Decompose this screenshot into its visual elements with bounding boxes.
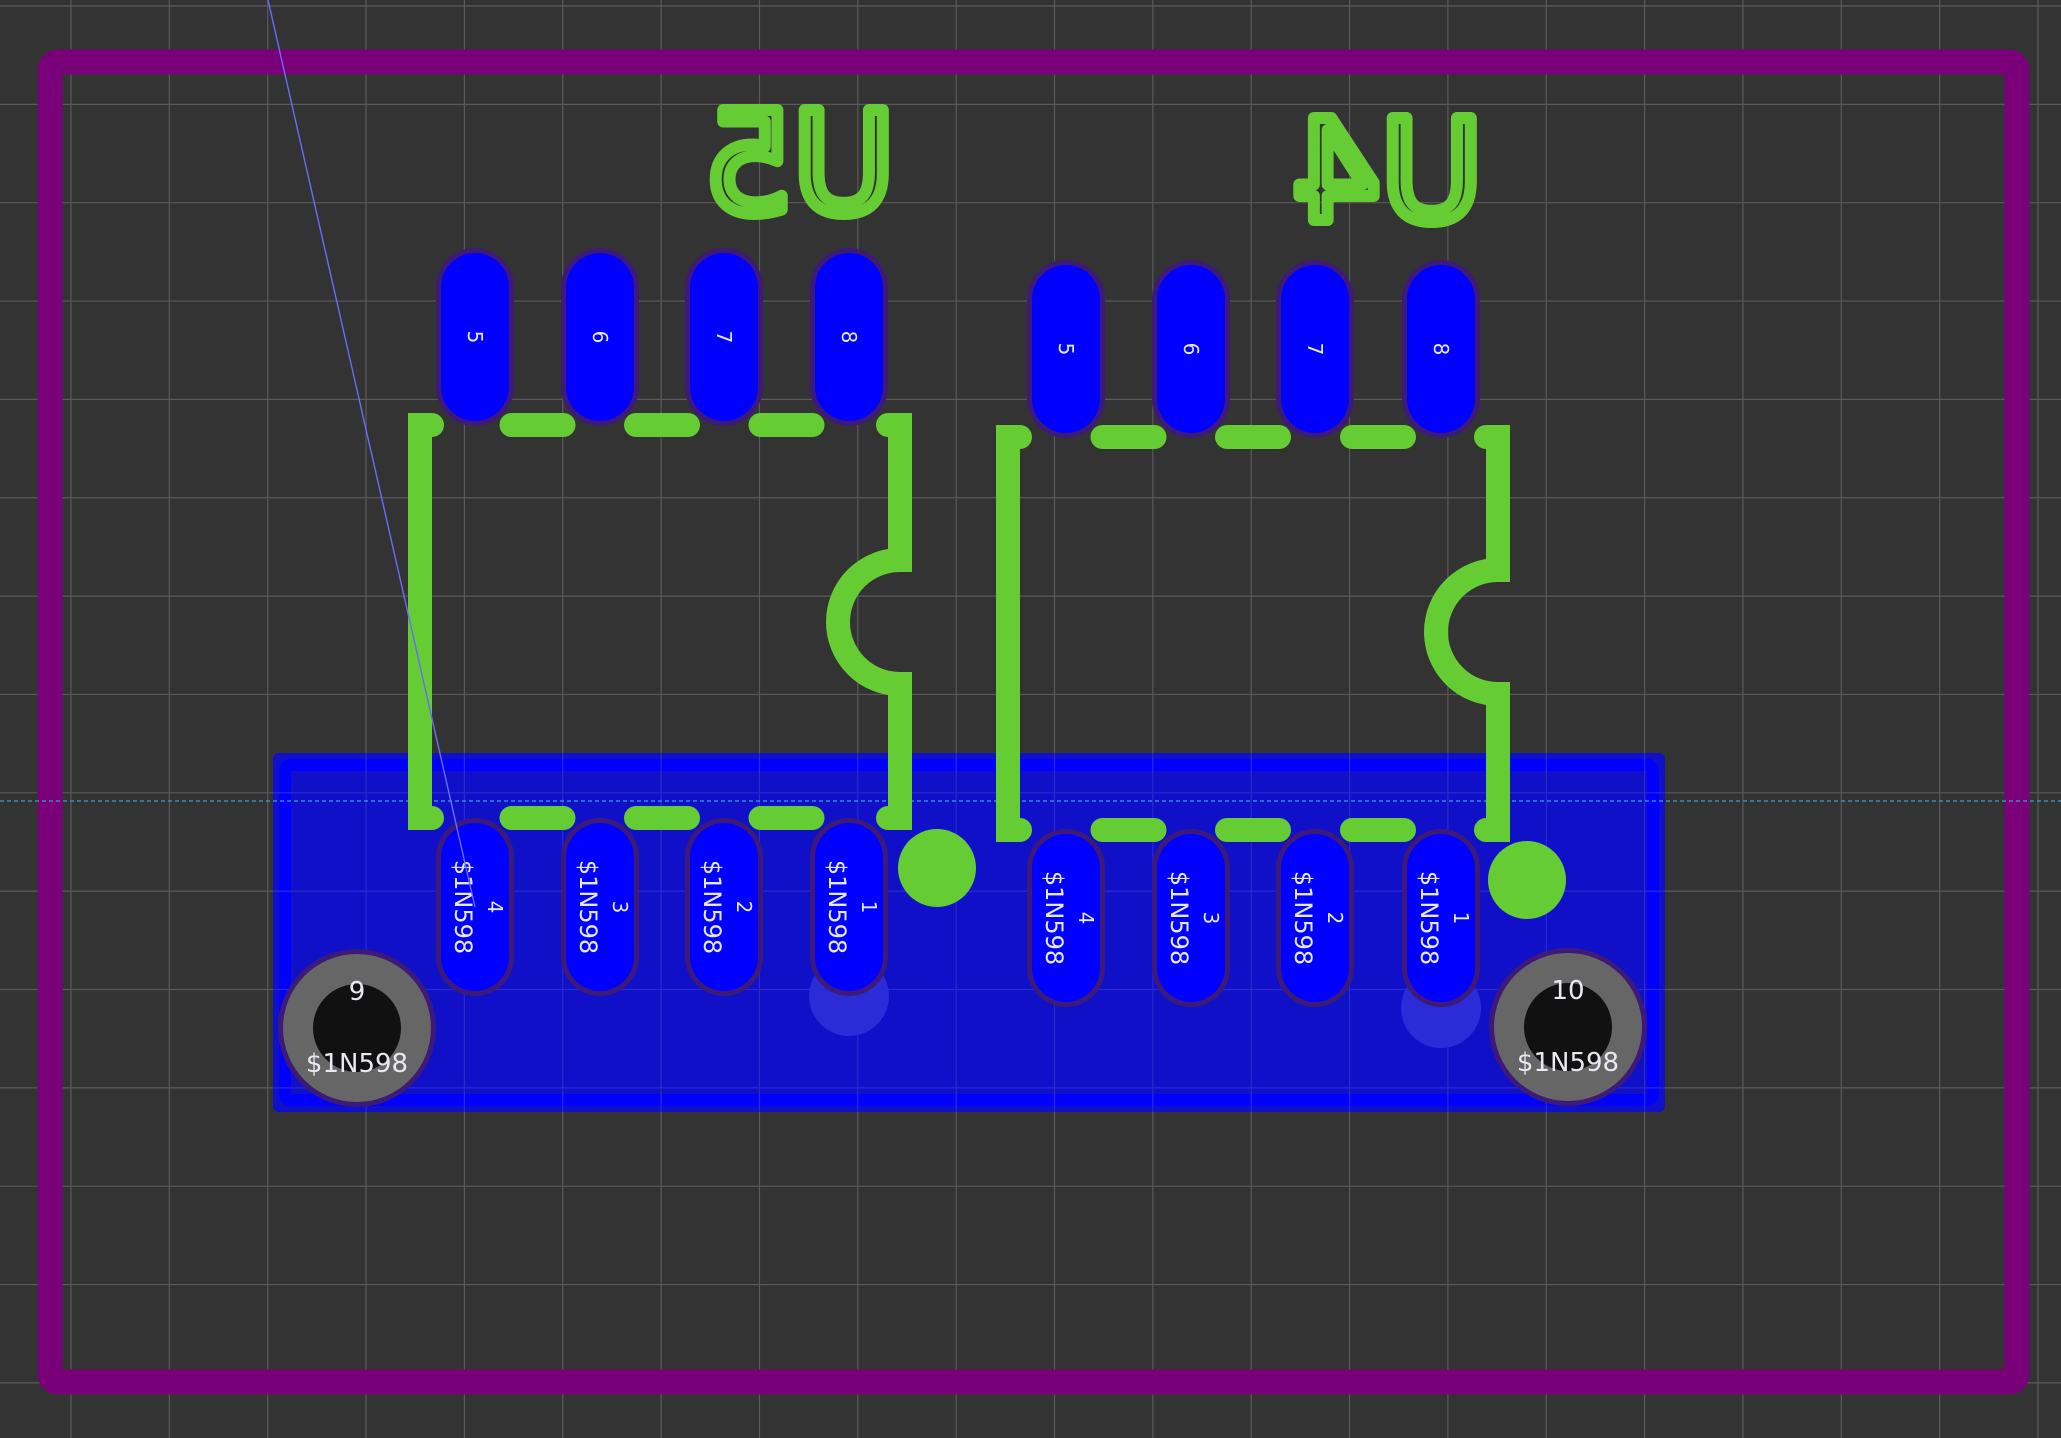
component-u5[interactable]: U5 5 6 7 8 4 $1N598 3 $1N598 2 $1N598 1 $1N598 (408, 77, 976, 996)
ratsnest-line (267, 0, 476, 908)
pad-1[interactable]: 1 $1N598 (1402, 829, 1480, 1007)
pad-net-label: $1N598 (823, 860, 851, 954)
pad-net-label: $1N598 (449, 860, 477, 954)
pad-number: 4 (1074, 912, 1098, 925)
copper-pour-edge (279, 759, 1659, 1106)
pad-copper (566, 823, 634, 991)
pad-number: 4 (483, 901, 507, 914)
pad-6[interactable]: 6 (561, 248, 639, 426)
mounting-holes: 9 $1N598 10 $1N598 (278, 948, 1647, 1107)
pad-net-label: $1N598 (574, 860, 602, 954)
silk-right-side-notch (826, 413, 912, 830)
pad-number: 1 (857, 901, 881, 914)
pad-number: 3 (608, 901, 632, 914)
pad-copper (690, 253, 758, 421)
pad-6[interactable]: 6 (1152, 260, 1230, 438)
pad-net-label: $1N598 (698, 860, 726, 954)
pad-5[interactable]: 5 (436, 248, 514, 426)
pad-copper (815, 253, 883, 421)
silk-left-side (408, 413, 444, 830)
pad-copper (441, 253, 509, 421)
pad-number: 5 (1054, 343, 1078, 356)
silkscreen-outline (408, 413, 912, 830)
pad-copper (1281, 834, 1349, 1002)
pad-number: 6 (588, 331, 612, 344)
pin1-marker (898, 829, 976, 907)
pad-copper (1032, 265, 1100, 433)
components: U5 5 6 7 8 4 $1N598 3 $1N598 2 $1N598 1 $1N598 U4 5 6 7 8… (408, 77, 1566, 1007)
pad-number: 2 (1323, 912, 1347, 925)
pad-copper (1157, 265, 1225, 433)
pad-net-label: $1N598 (1289, 871, 1317, 965)
pad-copper (1407, 834, 1475, 1002)
pad-5[interactable]: 5 (1027, 260, 1105, 438)
pad-2[interactable]: 2 $1N598 (1276, 829, 1354, 1007)
mounting-hole-9[interactable]: 9 $1N598 (278, 949, 436, 1107)
component-u4[interactable]: U4 5 6 7 8 4 $1N598 3 $1N598 2 $1N598 1 $1N598 (996, 85, 1566, 1007)
ref-designator[interactable]: U4 (1285, 85, 1489, 260)
pad-copper (690, 823, 758, 991)
pad-number: 3 (1199, 912, 1223, 925)
pad-number: 8 (837, 331, 861, 344)
pad-4[interactable]: 4 $1N598 (1027, 829, 1105, 1007)
pad-copper (1407, 265, 1475, 433)
ref-designator[interactable]: U5 (697, 77, 901, 252)
silk-right-side-notch (1424, 425, 1510, 842)
pad-7[interactable]: 7 (1276, 260, 1354, 438)
pad-number: 8 (1429, 343, 1453, 356)
silk-left-side (996, 425, 1032, 842)
pad-copper (1281, 265, 1349, 433)
pad-2[interactable]: 2 $1N598 (685, 818, 763, 996)
pad-net-label: $1N598 (1415, 871, 1443, 965)
hole-drill (313, 984, 401, 1072)
pad-number: 6 (1179, 343, 1203, 356)
pad-8[interactable]: 8 (1402, 260, 1480, 438)
pad-copper (1157, 834, 1225, 1002)
pad-net-label: $1N598 (1165, 871, 1193, 965)
hole-net-label: $1N598 (306, 1049, 408, 1079)
pad-8[interactable]: 8 (810, 248, 888, 426)
pad-number: 7 (712, 331, 736, 344)
pad-7[interactable]: 7 (685, 248, 763, 426)
pin1-marker (1488, 841, 1566, 919)
pad-number: 7 (1303, 343, 1327, 356)
pad-number: 1 (1449, 912, 1473, 925)
pad-3[interactable]: 3 $1N598 (561, 818, 639, 996)
pad-net-label: $1N598 (1040, 871, 1068, 965)
pad-3[interactable]: 3 $1N598 (1152, 829, 1230, 1007)
pad-copper (815, 823, 883, 991)
hole-number: 10 (1551, 976, 1584, 1006)
pad-number: 2 (732, 901, 756, 914)
pad-copper (566, 253, 634, 421)
silkscreen-outline (996, 425, 1510, 842)
board-outline[interactable] (37, 49, 2030, 1395)
pad-number: 5 (463, 331, 487, 344)
hole-drill (1524, 983, 1612, 1071)
hole-number: 9 (349, 977, 366, 1007)
mounting-hole-10[interactable]: 10 $1N598 (1489, 948, 1647, 1106)
pad-copper (1032, 834, 1100, 1002)
hole-net-label: $1N598 (1517, 1048, 1619, 1078)
pad-1[interactable]: 1 $1N598 (810, 818, 888, 996)
